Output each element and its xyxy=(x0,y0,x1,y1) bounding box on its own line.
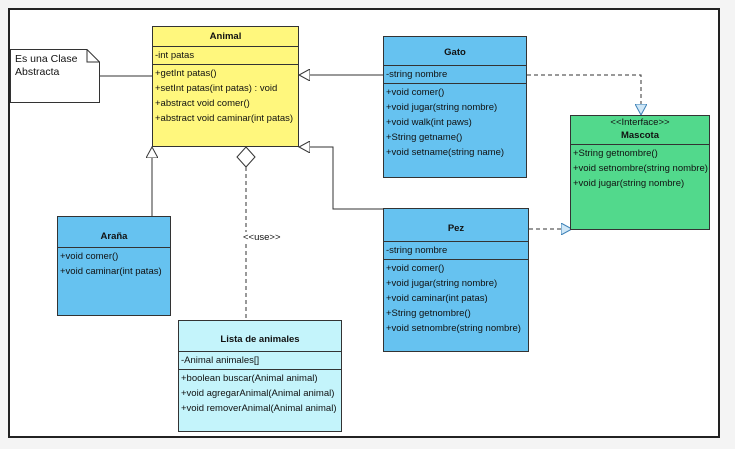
class-gato-attributes: -string nombre xyxy=(384,66,526,84)
operation: +void agregarAnimal(Animal animal) xyxy=(181,388,335,399)
note-text: Es una Clase Abstracta xyxy=(15,53,95,79)
attribute: -int patas xyxy=(155,50,195,61)
operation: +setInt patas(int patas) : void xyxy=(155,83,278,94)
class-pez[interactable]: Pez -string nombre +void comer() +void j… xyxy=(383,208,529,352)
class-animal[interactable]: Animal -int patas +getInt patas() +setIn… xyxy=(152,26,299,147)
attribute: -string nombre xyxy=(386,245,448,256)
operation: +boolean buscar(Animal animal) xyxy=(181,373,318,384)
operation: +void jugar(string nombre) xyxy=(386,102,498,113)
interface-mascota-title: Mascota xyxy=(620,130,659,141)
class-arana-title: Araña xyxy=(58,217,170,248)
operation: +void removerAnimal(Animal animal) xyxy=(181,403,337,414)
note-line-2: Abstracta xyxy=(15,66,60,78)
operation: +abstract void caminar(int patas) xyxy=(155,113,294,124)
abstract-note: Es una Clase Abstracta xyxy=(10,49,100,103)
class-lista-attributes: -Animal animales[] xyxy=(179,352,341,370)
operation: +String getnombre() xyxy=(573,148,658,159)
class-lista-operations: +boolean buscar(Animal animal) +void agr… xyxy=(179,370,341,417)
class-animal-attributes: -int patas xyxy=(153,47,298,65)
class-gato-operations: +void comer() +void jugar(string nombre)… xyxy=(384,84,526,161)
operation: +String getnombre() xyxy=(386,308,471,319)
class-pez-attributes: -string nombre xyxy=(384,242,528,260)
class-lista-de-animales[interactable]: Lista de animales -Animal animales[] +bo… xyxy=(178,320,342,432)
interface-mascota-operations: +String getnombre() +void setnombre(stri… xyxy=(571,145,709,192)
operation: +void caminar(int patas) xyxy=(60,266,162,277)
operation: +void jugar(string nombre) xyxy=(573,178,685,189)
class-lista-title: Lista de animales xyxy=(179,321,341,352)
operation: +void setnombre(string nombre) xyxy=(386,323,521,334)
operation: +void walk(int paws) xyxy=(386,117,472,128)
class-arana-operations: +void comer() +void caminar(int patas) xyxy=(58,248,170,280)
operation: +void setnombre(string nombre) xyxy=(573,163,708,174)
class-animal-operations: +getInt patas() +setInt patas(int patas)… xyxy=(153,65,298,127)
class-pez-title: Pez xyxy=(384,209,528,242)
operation: +void comer() xyxy=(386,263,445,274)
gato-realization-edge xyxy=(527,74,641,115)
class-gato-title: Gato xyxy=(384,37,526,66)
use-label: <<use>> xyxy=(242,232,282,243)
operation: +getInt patas() xyxy=(155,68,217,79)
aggregation-diamond xyxy=(236,146,256,168)
note-shape xyxy=(10,49,100,103)
class-arana[interactable]: Araña +void comer() +void caminar(int pa… xyxy=(57,216,171,316)
operation: +String getname() xyxy=(386,132,463,143)
operation: +void comer() xyxy=(386,87,445,98)
attribute: -string nombre xyxy=(386,69,448,80)
interface-mascota[interactable]: <<Interface>> Mascota +String getnombre(… xyxy=(570,115,710,230)
operation: +void setname(string name) xyxy=(386,147,505,158)
operation: +void caminar(int patas) xyxy=(386,293,488,304)
class-gato[interactable]: Gato -string nombre +void comer() +void … xyxy=(383,36,527,178)
interface-stereotype: <<Interface>> xyxy=(610,117,670,128)
operation: +abstract void comer() xyxy=(155,98,250,109)
operation: +void jugar(string nombre) xyxy=(386,278,498,289)
class-animal-title: Animal xyxy=(153,27,298,47)
class-pez-operations: +void comer() +void jugar(string nombre)… xyxy=(384,260,528,337)
pez-generalization-edge xyxy=(299,147,383,210)
interface-mascota-header: <<Interface>> Mascota xyxy=(571,116,709,145)
attribute: -Animal animales[] xyxy=(181,355,260,366)
operation: +void comer() xyxy=(60,251,119,262)
note-line-1: Es una Clase xyxy=(15,53,78,65)
